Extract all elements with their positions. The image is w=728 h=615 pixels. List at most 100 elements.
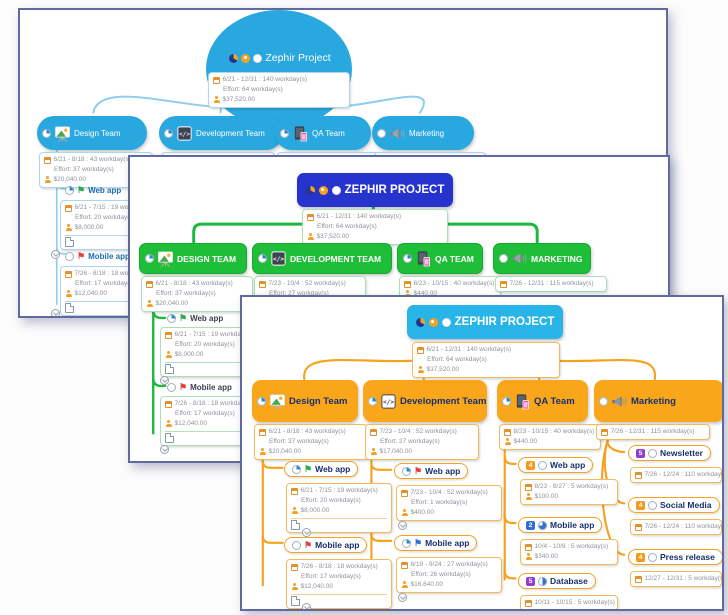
collapse-toggle[interactable] <box>160 376 169 385</box>
root-node[interactable]: ZEPHIR PROJECT <box>407 305 563 339</box>
team-label: QA Team <box>312 128 345 138</box>
team-label: Design Team <box>74 128 121 138</box>
calendar-icon <box>259 428 266 436</box>
team-node-marketing[interactable]: Marketing <box>594 380 722 422</box>
team-label: QA TEAM <box>435 253 474 264</box>
resource-cost-icon <box>259 448 266 456</box>
team-label: DESIGN TEAM <box>177 253 237 264</box>
resource-cost-icon <box>165 420 172 428</box>
calendar-icon <box>635 575 642 583</box>
calendar-icon <box>635 523 642 531</box>
priority-badge: 4 <box>526 460 535 470</box>
resource-cost-icon <box>146 300 153 308</box>
calendar-icon <box>504 428 511 436</box>
collapse-toggle[interactable] <box>302 528 311 537</box>
pie-progress-icon <box>368 396 377 406</box>
sub-node-newsletter[interactable]: 5 Newsletter <box>628 445 711 461</box>
collapse-toggle[interactable] <box>160 445 169 454</box>
team-node-design[interactable]: DESIGN TEAM <box>139 243 247 274</box>
calendar-icon <box>146 280 153 288</box>
team-node-development[interactable]: </> Development Team <box>363 380 487 422</box>
team-node-qa[interactable]: QA Team <box>497 380 588 422</box>
pie-progress-icon <box>499 254 508 263</box>
team-node-marketing[interactable]: Marketing <box>372 116 474 150</box>
sub-info-box: 10/11 - 10/15 : 5 workday(s) <box>520 595 618 609</box>
person-icon <box>318 185 328 195</box>
sub-node-press-release[interactable]: 4 Press release <box>628 549 722 565</box>
priority-badge: 5 <box>526 576 535 586</box>
team-node-marketing[interactable]: MARKETING <box>493 243 591 274</box>
collapse-toggle[interactable] <box>398 521 407 530</box>
person-icon <box>428 317 438 327</box>
red-flag-icon: ⚑ <box>77 251 86 261</box>
mindmap-window-orange[interactable]: ZEPHIR PROJECT 6/21 - 12/31 : 140 workda… <box>240 295 724 611</box>
root-info-box: 6/21 - 12/31 : 140 workday(s) Effort: 64… <box>412 342 560 379</box>
sub-node-database[interactable]: 5 Database <box>518 573 596 589</box>
megaphone-icon <box>511 250 528 267</box>
collapse-toggle[interactable] <box>51 250 60 259</box>
root-node-circle[interactable] <box>206 10 352 128</box>
calendar-icon <box>165 400 172 408</box>
pie-progress-icon <box>377 128 386 138</box>
pie-progress-icon <box>164 128 173 138</box>
tablet-phone-icon <box>292 125 309 142</box>
team-node-design[interactable]: Design Team <box>252 380 358 422</box>
team-info-box: 7/23 - 10/4 : 52 workday(s) Effort: 27 w… <box>365 424 479 461</box>
calendar-icon <box>307 213 314 221</box>
sub-node-mobile-app[interactable]: ⚑ Mobile app <box>284 537 368 553</box>
calendar-icon <box>259 280 266 288</box>
resource-cost-icon <box>65 290 72 298</box>
red-flag-icon: ⚑ <box>414 465 423 476</box>
green-flag-icon: ⚑ <box>179 313 188 323</box>
collapse-toggle[interactable] <box>51 309 60 316</box>
sub-info-box: 7/26 - 12/24 : 110 workday(s) <box>630 519 722 536</box>
sub-node-web-app[interactable]: ⚑ Web app <box>65 186 121 195</box>
sub-node-mobile-app[interactable]: ⚑ Mobile app <box>167 383 232 392</box>
sub-node-web-app[interactable]: 4 Web app <box>518 457 594 473</box>
priority-badge: 5 <box>636 448 645 458</box>
sub-node-web-app[interactable]: ⚑ Web app <box>284 461 359 477</box>
attachment-icon <box>165 363 174 374</box>
pie-progress-icon <box>145 254 154 263</box>
collapse-toggle[interactable] <box>398 593 407 602</box>
calendar-icon <box>213 76 220 84</box>
calendar-icon <box>601 428 608 436</box>
team-label: Marketing <box>631 395 676 407</box>
resource-cost-icon <box>65 224 72 232</box>
sub-node-web-app[interactable]: ⚑ Web app <box>394 463 469 479</box>
team-node-qa[interactable]: QA Team <box>275 116 371 150</box>
progress-circle-icon <box>648 448 657 458</box>
tablet-phone-icon <box>415 250 432 267</box>
sub-node-social-media[interactable]: 4 Social Media <box>628 497 720 513</box>
date-range: 6/21 - 12/31 : 140 workday(s) <box>222 76 308 83</box>
resource-cost-icon <box>401 509 408 517</box>
priority-badge: 4 <box>636 552 645 562</box>
hand-icon <box>331 185 341 195</box>
team-node-qa[interactable]: QA TEAM <box>397 243 483 274</box>
hand-icon <box>253 53 263 63</box>
root-node[interactable]: ZEPHIR PROJECT <box>297 173 453 207</box>
team-label: Development Team <box>400 395 487 407</box>
clock-icon <box>415 317 425 327</box>
sub-node-mobile-app[interactable]: 2 Mobile app <box>518 517 603 533</box>
pie-progress-icon <box>402 466 411 476</box>
team-node-development[interactable]: </> DEVELOPMENT TEAM <box>252 243 392 274</box>
resource-cost-icon <box>44 176 51 184</box>
root-label: Zephir Project <box>265 52 331 64</box>
team-node-development[interactable]: </> Development Team <box>159 116 283 150</box>
calendar-icon <box>65 270 72 278</box>
resource-cost-icon <box>213 96 220 104</box>
pie-progress-icon <box>403 254 412 263</box>
svg-text:</>: </> <box>383 398 394 405</box>
team-label: DEVELOPMENT TEAM <box>290 253 382 264</box>
easel-icon <box>54 125 71 142</box>
sub-node-web-app[interactable]: ⚑ Web app <box>167 314 223 323</box>
root-node[interactable]: Zephir Project <box>214 52 346 64</box>
svg-text:</>: </> <box>179 130 190 137</box>
team-node-design[interactable]: Design Team <box>37 116 147 150</box>
sub-node-mobile-app[interactable]: ⚑ Mobile app <box>394 535 478 551</box>
team-info-box: 6/21 - 8/18 : 43 workday(s) Effort: 37 w… <box>254 424 368 461</box>
progress-circle-icon <box>538 576 547 586</box>
sub-node-mobile-app[interactable]: ⚑ Mobile app <box>65 252 130 261</box>
collapse-toggle[interactable] <box>302 603 311 609</box>
